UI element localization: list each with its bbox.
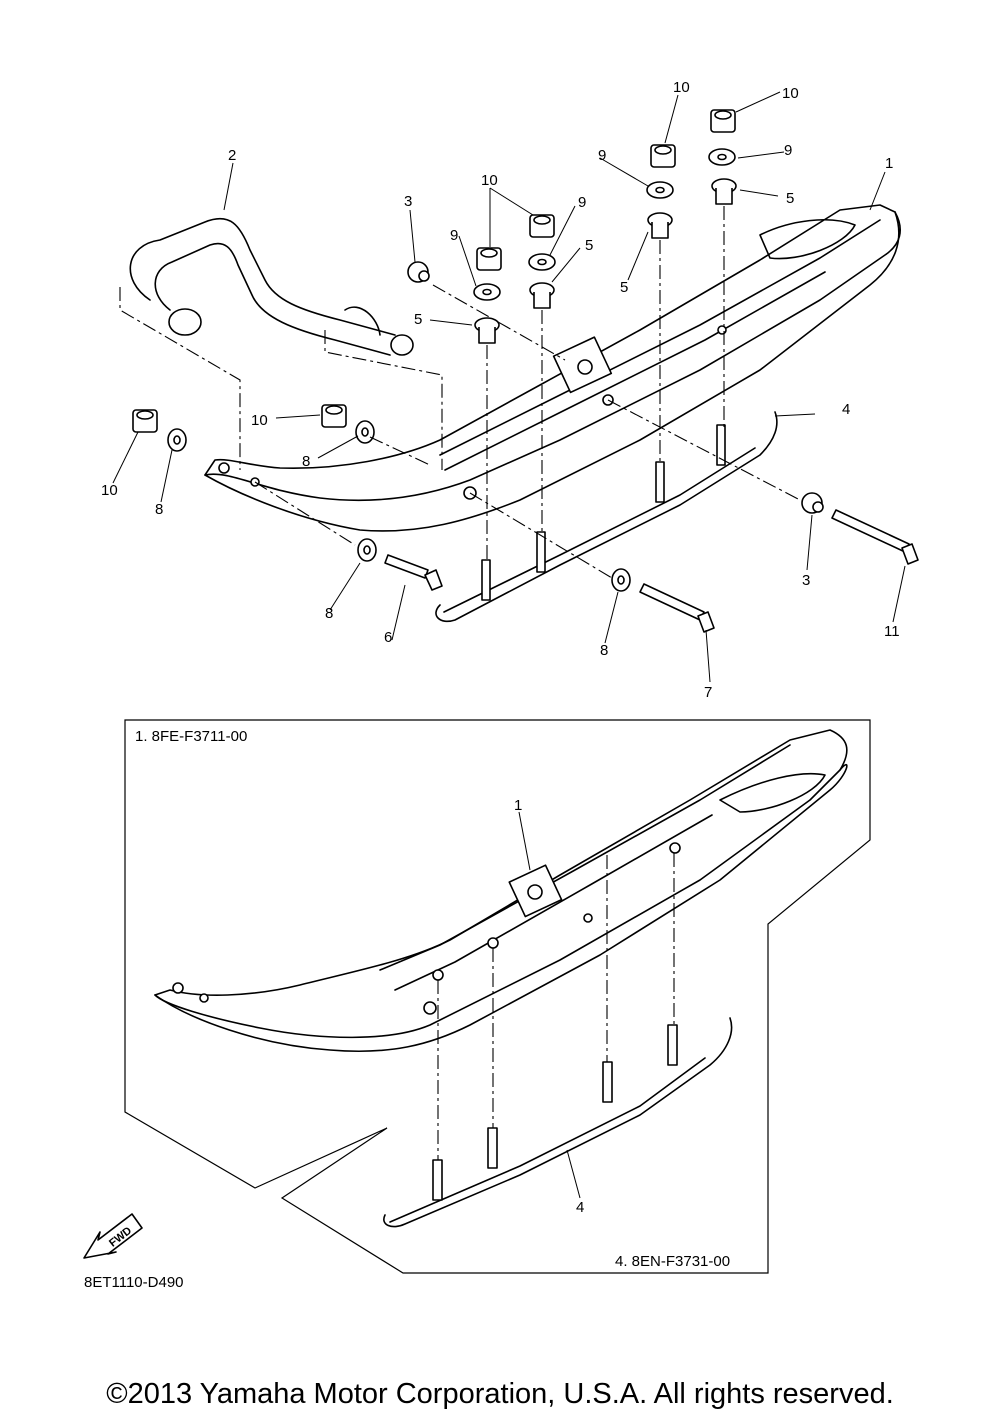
leader-lines-upper <box>112 91 906 683</box>
nut-part-10 <box>710 109 736 133</box>
callout-9: 9 <box>578 194 586 211</box>
callout-1: 1 <box>514 797 522 814</box>
callout-6: 6 <box>384 629 392 646</box>
nut-part-10 <box>650 144 676 168</box>
callout-4: 4 <box>576 1199 584 1216</box>
nut-part-10 <box>321 404 347 428</box>
callout-10: 10 <box>481 172 498 189</box>
callout-3: 3 <box>404 193 412 210</box>
assembly-lines-lower <box>437 853 675 1160</box>
fwd-arrow-icon: FWD <box>83 1213 143 1259</box>
bolt-part-7 <box>639 583 715 633</box>
callout-5: 5 <box>585 237 593 254</box>
callout-10: 10 <box>673 79 690 96</box>
bolt-part-11 <box>831 509 919 565</box>
callout-10: 10 <box>782 85 799 102</box>
runner-upper <box>435 411 778 623</box>
callout-9: 9 <box>450 227 458 244</box>
callout-8: 8 <box>155 501 163 518</box>
callout-9: 9 <box>598 147 606 164</box>
runner-lower <box>383 1017 733 1228</box>
assembly-lines-upper <box>119 206 801 579</box>
callout-3: 3 <box>802 572 810 589</box>
leader-lines-lower <box>518 811 581 1199</box>
nut-part-10 <box>529 214 555 238</box>
callouts-upper: 1 2 3 4 5 5 5 5 6 7 8 8 8 8 9 9 9 9 10 1… <box>101 79 900 701</box>
ski-handle <box>129 217 414 356</box>
ski-part-number: 1. 8FE-F3711-00 <box>135 728 247 745</box>
runner-part-number: 4. 8EN-F3731-00 <box>615 1253 730 1270</box>
callout-5: 5 <box>786 190 794 207</box>
copyright-notice: ©2013 Yamaha Motor Corporation, U.S.A. A… <box>106 1378 894 1410</box>
sub-assembly-frame <box>124 719 871 1274</box>
callout-8: 8 <box>600 642 608 659</box>
callout-2: 2 <box>228 147 236 164</box>
ski-upper <box>204 204 901 532</box>
hardware-set <box>132 109 919 633</box>
callout-8: 8 <box>325 605 333 622</box>
bolt-part-6 <box>384 554 443 591</box>
callout-1: 1 <box>885 155 893 172</box>
callout-9: 9 <box>784 142 792 159</box>
callout-7: 7 <box>704 684 712 701</box>
ski-lower <box>154 729 848 1053</box>
nut-part-10 <box>476 247 502 271</box>
callout-11: 11 <box>884 623 900 640</box>
callout-10: 10 <box>251 412 268 429</box>
callout-5: 5 <box>620 279 628 296</box>
nut-part-10 <box>132 409 158 433</box>
callout-5: 5 <box>414 311 422 328</box>
diagram-code: 8ET1110-D490 <box>84 1274 184 1291</box>
callout-8: 8 <box>302 453 310 470</box>
callout-10: 10 <box>101 482 118 499</box>
callout-4: 4 <box>842 401 850 418</box>
